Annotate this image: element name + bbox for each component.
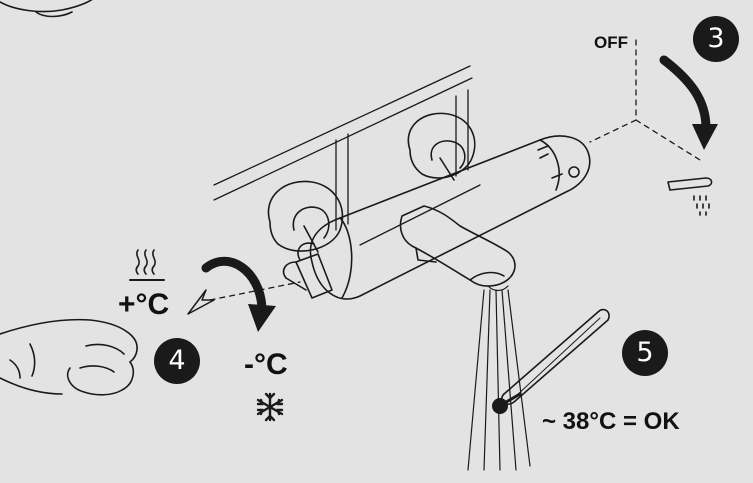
wall-tiles — [213, 65, 481, 246]
temperature-ok-label: ~ 38°C = OK — [542, 408, 680, 435]
snowflake-icon — [256, 392, 284, 422]
warmer-label: +°C — [118, 288, 170, 321]
hand-left-illustration — [0, 318, 138, 396]
colder-label: -°C — [244, 348, 288, 381]
hand-top-illustration — [0, 0, 93, 18]
guide-lines — [209, 39, 701, 301]
step-5-badge: 5 — [622, 330, 668, 376]
water-stream — [467, 285, 531, 471]
shower-head-illustration — [667, 177, 713, 216]
step-4-badge: 4 — [154, 338, 200, 384]
off-label: OFF — [594, 33, 628, 52]
turn-off-arrow — [659, 55, 718, 150]
rotate-warmer-arrow — [187, 289, 215, 315]
faucet-illustration — [267, 112, 591, 300]
rotate-colder-arrow — [201, 256, 276, 332]
thermometer-illustration — [492, 308, 610, 414]
step-3-badge: 3 — [693, 16, 739, 62]
heat-waves-icon — [129, 249, 165, 281]
